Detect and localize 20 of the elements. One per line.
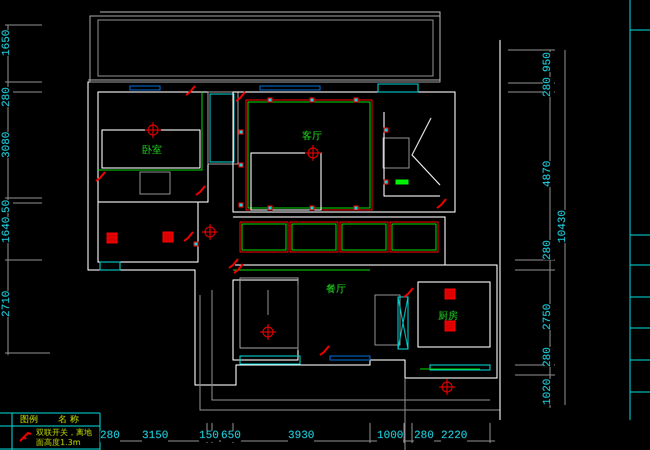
- dimension-text: 50: [2, 200, 13, 213]
- dimension-text: 3930: [288, 431, 314, 442]
- dimension-text: 280: [543, 347, 554, 367]
- dimension-text: 280: [100, 431, 120, 442]
- room-label: 餐厅: [326, 285, 346, 295]
- dimension-text: 280: [2, 87, 13, 107]
- dimension-text: 150: [199, 431, 219, 442]
- room-label: 厨房: [438, 312, 458, 322]
- legend-text: 双联开关，离地面高度1.3m: [36, 428, 93, 448]
- table-header: 名 称: [58, 416, 79, 425]
- dimension-text: 2220: [441, 431, 468, 442]
- dimension-text: 650: [221, 431, 241, 442]
- room-label: 客厅: [302, 132, 322, 142]
- dimension-text: 3150: [142, 431, 168, 442]
- room-label: 卧室: [142, 146, 162, 156]
- dimension-text: 280: [414, 431, 434, 442]
- table-header: 图例: [20, 416, 38, 425]
- dimension-text: 280: [543, 240, 554, 260]
- dimension-text: 1000: [377, 431, 404, 442]
- dimension-text: 280: [543, 77, 554, 97]
